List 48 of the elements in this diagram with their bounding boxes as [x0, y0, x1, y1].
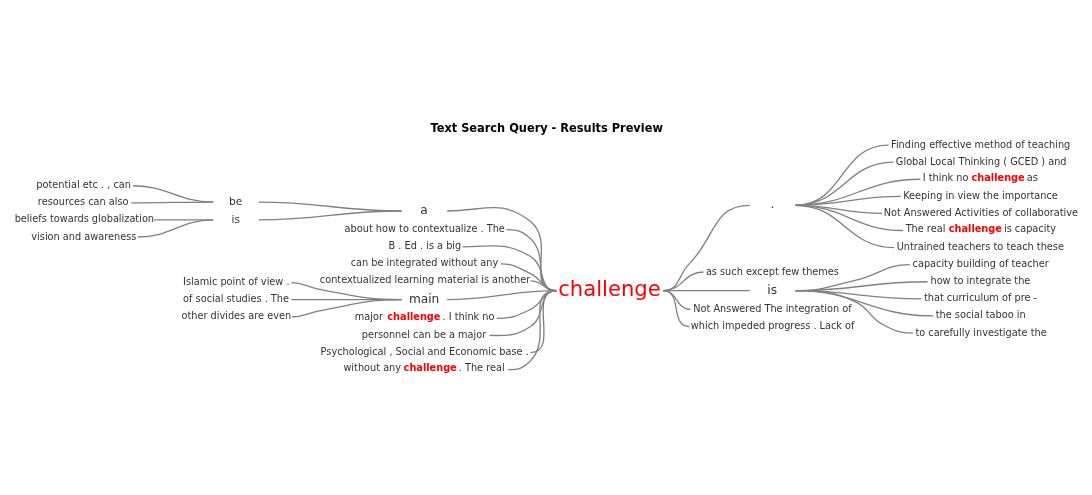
node-text: Global Local Thinking ( GCED ) and [895, 155, 1067, 167]
connector [794, 289, 914, 334]
node-text: be [229, 194, 243, 207]
node-text: a [420, 202, 428, 217]
node-text: capacity building of teacher [912, 257, 1049, 269]
node-text: about how to contextualize . The [344, 222, 505, 234]
node-text: Islamic point of view . [183, 275, 290, 287]
node-text: B . Ed . is a big [388, 239, 462, 251]
node-text: to carefully investigate the [915, 326, 1047, 338]
node-text: without any challenge . The real [343, 361, 505, 373]
node-text: Finding effective method of teaching [890, 138, 1071, 150]
node-text: resources can also [37, 195, 129, 207]
node-text: contextualized learning material is another [319, 273, 531, 285]
node-text: major challenge . I think no [354, 310, 495, 322]
node-text: The real challenge is capacity [905, 222, 1056, 234]
node-text: Not Answered The integration of [693, 302, 852, 314]
node-text: beliefs towards globalization [14, 212, 155, 224]
node-text: of social studies . The [183, 292, 289, 304]
node-text: is [231, 212, 240, 225]
node-text: Keeping in view the importance [903, 189, 1058, 201]
connector [137, 218, 214, 238]
node-text: challenge [558, 275, 661, 301]
connector [132, 184, 214, 203]
connector [258, 209, 403, 221]
node-text: which impeded progress . Lack of [690, 319, 855, 331]
node-text: I think no challenge as [922, 171, 1038, 183]
connector [507, 289, 558, 370]
node-text: that curriculum of pre - [923, 291, 1038, 303]
node-text: Untrained teachers to teach these [896, 240, 1064, 252]
connector [662, 289, 690, 327]
node-text: as such except few themes [705, 265, 839, 277]
node-text: is [767, 282, 778, 297]
node-text: other divides are even [181, 309, 292, 321]
connector [291, 298, 403, 317]
node-text: Psychological , Social and Economic base . [320, 345, 529, 357]
node-text: can be integrated without any [350, 256, 499, 268]
node-text: potential etc . , can [36, 178, 131, 190]
connector [794, 143, 890, 206]
connector [130, 200, 214, 203]
node-text: vision and awareness [31, 230, 137, 242]
connector [794, 204, 895, 248]
diagram-title: Text Search Query - Results Preview [430, 120, 663, 135]
node-text: how to integrate the [930, 274, 1031, 286]
node-text: Not Answered Activities of collaborative [883, 206, 1079, 218]
node-text: main [408, 291, 440, 306]
node-text: the social taboo in [935, 308, 1026, 320]
node-text: personnel can be a major [361, 328, 487, 340]
node-text: . [770, 196, 775, 211]
